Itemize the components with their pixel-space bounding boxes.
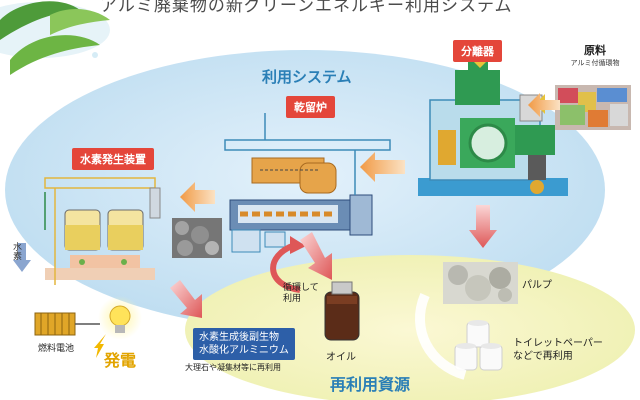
pulp-label: パルプ: [522, 280, 552, 291]
usage-system-heading: 利用システム: [262, 68, 352, 86]
water-label: 水素: [11, 242, 21, 260]
hydrogen-generator-label: 水素発生装置: [72, 148, 154, 170]
toilet-paper-rolls: [454, 320, 503, 371]
flow-arrow-to-byproduct: [170, 280, 202, 318]
flow-arrow-to-pulp: [469, 205, 497, 248]
dry-distillation-label: 乾留炉: [286, 96, 335, 118]
separator-label: 分離器: [453, 40, 502, 62]
raw-material-label: 原料: [584, 44, 606, 57]
circulate-arrow-head: [290, 236, 306, 254]
dry-distillation-furnace: [224, 113, 391, 253]
power-generation-label: 発電: [104, 351, 137, 370]
raw-material-photo: [555, 85, 631, 130]
aluminum-rock-photo: [172, 218, 222, 258]
flow-arrow-to-furnace: [360, 152, 405, 182]
light-bulb-icon: [98, 296, 142, 340]
leaf-decoration: [0, 1, 110, 75]
raw-material-box: 原料 アルミ付循環物: [560, 42, 630, 68]
recycle-arrow: [415, 293, 467, 380]
oil-label: オイル: [326, 352, 356, 363]
fuel-cell: [34, 312, 100, 336]
toilet-paper-label: トイレットペーパー などで再利用: [513, 338, 603, 362]
circulate-label: 循環して 利用: [283, 283, 319, 304]
raw-material-sub-label: アルミ付循環物: [570, 59, 620, 67]
fuel-cell-label: 燃料電池: [38, 344, 75, 354]
lightning-icon: [94, 334, 106, 358]
circulate-arrow: [270, 242, 301, 293]
flow-arrow-raw-material: [528, 93, 560, 117]
byproduct-label: 水素生成後副生物 水酸化アルミニウム: [193, 328, 295, 360]
hydrogen-generator: [44, 177, 161, 285]
oil-bottle: [324, 281, 360, 341]
recycled-resources-heading: 再利用資源: [330, 375, 411, 394]
pulp-photo: [443, 262, 518, 304]
flow-arrow-to-oil: [300, 232, 332, 280]
page-title: アルミ廃棄物の新グリーンエネルギー利用システム: [100, 0, 513, 16]
water-arrow: [13, 243, 31, 272]
flow-arrow-to-generator: [180, 182, 215, 212]
byproduct-use-label: 大理石や凝集材等に再利用: [185, 363, 281, 372]
